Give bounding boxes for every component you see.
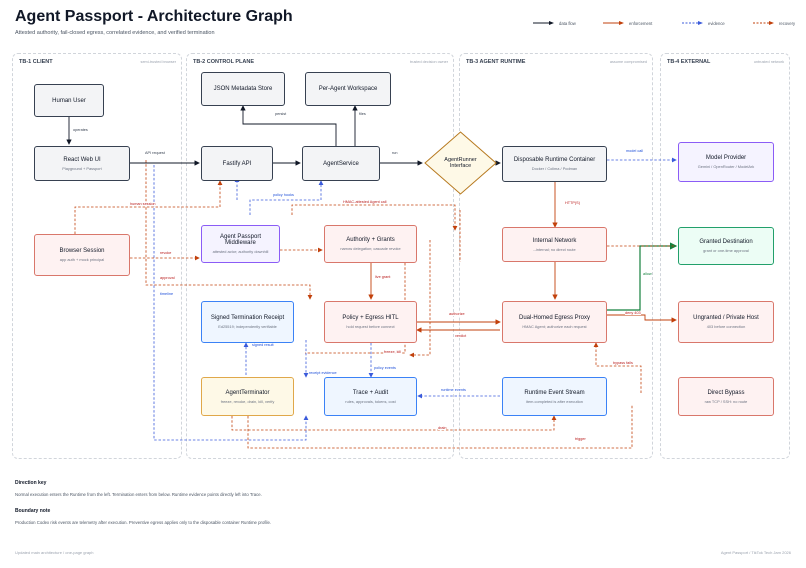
edge-human-session xyxy=(74,180,223,234)
legend-recovery: recovery xyxy=(753,20,795,26)
edge-bypass-fails xyxy=(593,342,642,393)
zone-runtime-title: TB-3 AGENT RUNTIME xyxy=(466,59,526,65)
node-trace-audit[interactable]: Trace + Audit rules, approvals, tokens, … xyxy=(324,377,417,416)
label-files: files xyxy=(359,112,366,116)
zone-external-note: untrusted network xyxy=(753,60,784,64)
node-runtime-event-stream[interactable]: Runtime Event Stream item.completed is a… xyxy=(502,377,607,416)
legend-line-icon xyxy=(753,21,774,25)
legend-data-flow: data flow xyxy=(533,20,576,26)
label-api-request: API request xyxy=(145,151,165,155)
zone-client xyxy=(12,53,182,459)
zone-control-plane-title: TB-2 CONTROL PLANE xyxy=(193,59,255,65)
legend-evidence: evidence xyxy=(682,20,725,26)
label-persist: persist xyxy=(275,112,287,116)
label-live-grant: live grant xyxy=(375,275,391,279)
node-internal-network[interactable]: Internal Network --internal; no direct r… xyxy=(502,227,607,262)
edge-timeline xyxy=(153,165,309,441)
page-subtitle: Attested authority, fail-closed egress, … xyxy=(15,30,215,36)
label-run: run xyxy=(392,151,398,155)
edge-persist xyxy=(240,105,337,146)
label-https: HTTP(S) xyxy=(565,201,580,205)
node-agent-runner-diamond[interactable] xyxy=(424,131,497,195)
label-operates: operates xyxy=(73,128,88,132)
zone-external-title: TB-4 EXTERNAL xyxy=(667,59,711,65)
label-deny: deny 403 xyxy=(625,311,641,315)
label-receipt-evidence: receipt evidence xyxy=(309,371,337,375)
label-model-call: model call xyxy=(626,149,644,153)
label-trigger: trigger xyxy=(575,437,586,441)
node-json-metadata-store[interactable]: JSON Metadata Store xyxy=(201,72,285,106)
node-react-web-ui[interactable]: React Web UI Playground + Passport xyxy=(34,146,130,181)
footer-left: Updated main architecture / one-page gra… xyxy=(15,550,94,555)
zone-external xyxy=(660,53,790,459)
zone-client-title: TB-1 CLIENT xyxy=(19,59,53,65)
edge-deny xyxy=(607,314,677,323)
edge-drain xyxy=(231,415,557,431)
label-allow: allow xyxy=(643,272,652,276)
edge-policy-hooks-b xyxy=(249,180,324,215)
zone-runtime xyxy=(459,53,653,459)
node-egress-proxy[interactable]: Dual-Homed Egress Proxy HMAC Agent; auth… xyxy=(502,301,607,343)
boundary-note-text: Production Codex risk events are telemet… xyxy=(15,520,272,525)
node-human-user[interactable]: Human User xyxy=(34,84,104,117)
node-model-provider[interactable]: Model Provider Gemini / OpenRouter / Mod… xyxy=(678,142,774,182)
node-agent-terminator[interactable]: AgentTerminator freeze, revoke, drain, k… xyxy=(201,377,294,416)
node-fastify-api[interactable]: Fastify API xyxy=(201,146,273,181)
node-browser-session[interactable]: Browser Session app auth + mock principa… xyxy=(34,234,130,276)
zone-control-plane-note: trusted decision owner xyxy=(410,60,448,64)
label-freeze-kill: freeze, kill xyxy=(384,350,402,354)
edge-trigger xyxy=(247,404,633,449)
direction-key-text: Normal execution enters the Runtime from… xyxy=(15,492,262,497)
edge-freeze-kill xyxy=(305,263,406,354)
zone-control-plane xyxy=(186,53,454,459)
label-timeline: timeline xyxy=(160,292,174,296)
node-passport-middleware[interactable]: Agent Passport Middleware attested actor… xyxy=(201,225,280,263)
boundary-note-title: Boundary note xyxy=(15,508,51,514)
node-ungranted-host[interactable]: Ungranted / Private Host 403 before conn… xyxy=(678,301,774,343)
label-approval: approval xyxy=(160,276,175,280)
edge-hmac xyxy=(291,204,458,231)
node-authority-grants[interactable]: Authority + Grants narrow delegation; ca… xyxy=(324,225,417,263)
footer-right: Agent Passport / TikTok Tech Jam 2026 xyxy=(720,550,791,555)
legend-line-icon xyxy=(603,21,624,25)
node-per-agent-workspace[interactable]: Per-Agent Workspace xyxy=(305,72,391,106)
node-granted-destination[interactable]: Granted Destination grant or one-time ap… xyxy=(678,227,774,265)
label-verdict: verdict xyxy=(455,334,467,338)
legend-line-icon xyxy=(533,21,554,25)
zone-runtime-note: assume compromised xyxy=(609,60,647,64)
zone-client-note: semi-trusted browser xyxy=(140,60,176,64)
node-runtime-container[interactable]: Disposable Runtime Container Docker / Co… xyxy=(502,146,607,182)
direction-key-title: Direction key xyxy=(15,480,47,486)
label-human-session: human session xyxy=(130,202,156,206)
node-agent-runner: AgentRunner Interface xyxy=(444,157,477,169)
label-policy-hooks: policy hooks xyxy=(273,193,294,197)
label-revoke: revoke xyxy=(160,251,172,255)
label-hmac: HMAC-attested Agent call xyxy=(343,200,387,204)
node-direct-bypass[interactable]: Direct Bypass raw TCP / SSH: no route xyxy=(678,377,774,416)
label-policy-events: policy events xyxy=(374,366,396,370)
legend-enforcement: enforcement xyxy=(603,20,652,26)
label-drain: drain xyxy=(438,426,447,430)
label-runtime-events: runtime events xyxy=(441,388,466,392)
edge-approval xyxy=(145,160,313,300)
label-signed-result: signed result xyxy=(252,343,274,347)
page-title: Agent Passport - Architecture Graph xyxy=(15,8,293,25)
node-signed-termination-receipt[interactable]: Signed Termination Receipt Ed25519; inde… xyxy=(201,301,294,343)
label-bypass-fails: bypass fails xyxy=(613,361,633,365)
label-authorize: authorize xyxy=(449,312,465,316)
legend-line-icon xyxy=(682,21,703,25)
node-agent-service[interactable]: AgentService xyxy=(302,146,380,181)
edge-allow xyxy=(607,242,678,311)
node-policy-egress-hitl[interactable]: Policy + Egress HITL hold request before… xyxy=(324,301,417,343)
